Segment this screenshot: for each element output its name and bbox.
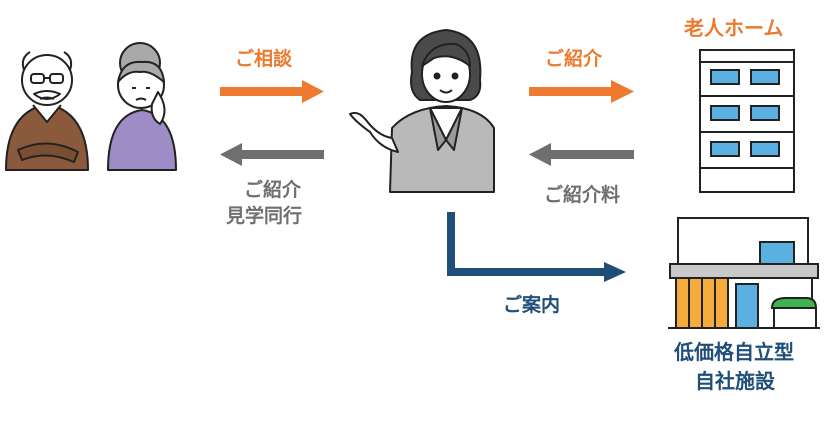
introduce-back-arrow	[220, 143, 324, 166]
introduction-fee-label: ご紹介料	[544, 184, 621, 206]
consultant-woman-icon	[349, 29, 495, 193]
consult-label: ご相談	[235, 48, 293, 70]
small-facility-icon	[668, 217, 820, 329]
introduce-to-home-label: ご紹介	[545, 48, 603, 70]
introduce-back-label-line1: ご紹介	[244, 179, 302, 201]
own-facility-label-line1: 低価格自立型	[674, 340, 794, 364]
elderly-woman-icon	[107, 42, 177, 171]
elderly-man-icon	[5, 51, 89, 171]
introduction-fee-arrow	[529, 143, 634, 166]
guidance-arrow	[447, 212, 626, 282]
own-facility-label-line2: 自社施設	[695, 369, 775, 393]
introduce-back-label-line2: 見学同行	[226, 205, 303, 227]
guidance-label: ご案内	[503, 294, 561, 316]
apartment-building-icon	[699, 49, 795, 193]
elderly-home-title: 老人ホーム	[684, 16, 784, 40]
consult-arrow	[220, 80, 324, 103]
introduce-to-home-arrow	[529, 80, 634, 103]
